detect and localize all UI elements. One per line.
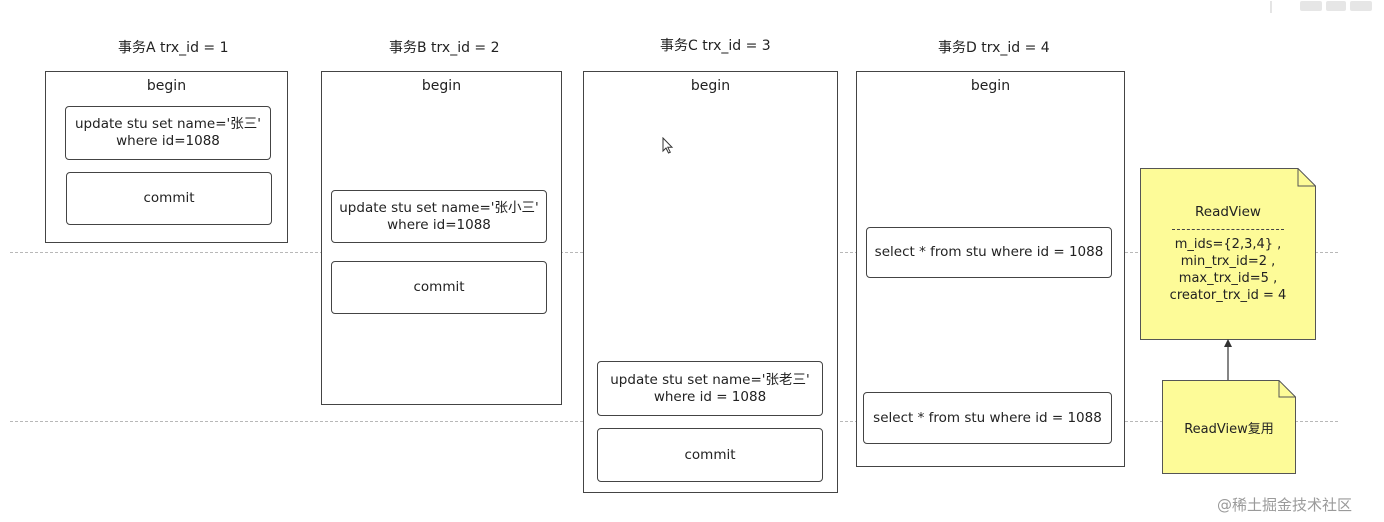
readview-reuse-note: ReadView复用 bbox=[1162, 380, 1296, 474]
readview-creator-trx-id: creator_trx_id = 4 bbox=[1169, 288, 1287, 303]
transaction-d-select-box-2: select * from stu where id = 1088 bbox=[863, 392, 1112, 444]
transaction-c-commit: commit bbox=[684, 446, 736, 463]
transaction-d-title: 事务D trx_id = 4 bbox=[938, 40, 1050, 56]
reuse-arrow bbox=[1222, 338, 1234, 382]
transaction-c-update-line2: where id = 1088 bbox=[653, 388, 767, 405]
readview-note: ReadView m_ids={2,3,4} , min_trx_id=2 , … bbox=[1140, 168, 1316, 340]
transaction-c-column: begin bbox=[583, 71, 838, 493]
readview-m-ids: m_ids={2,3,4} , bbox=[1174, 237, 1282, 252]
transaction-b-begin: begin bbox=[421, 78, 462, 94]
transaction-c-update-line1: update stu set name='张老三' bbox=[610, 371, 810, 388]
readview-title: ReadView bbox=[1195, 204, 1261, 220]
transaction-d-begin: begin bbox=[970, 78, 1011, 94]
watermark: @稀土掘金技术社区 bbox=[1217, 496, 1353, 514]
transaction-b-update-box: update stu set name='张小三' where id=1088 bbox=[331, 190, 547, 243]
readview-separator bbox=[1172, 229, 1284, 230]
transaction-b-commit: commit bbox=[413, 279, 465, 295]
transaction-c-update-box: update stu set name='张老三' where id = 108… bbox=[597, 361, 823, 416]
transaction-c-commit-box: commit bbox=[597, 428, 823, 482]
transaction-a-commit-box: commit bbox=[66, 172, 272, 225]
transaction-a-begin: begin bbox=[146, 78, 187, 94]
transaction-a-update-line2: where id=1088 bbox=[116, 133, 220, 149]
readview-min-trx-id: min_trx_id=2 , bbox=[1180, 254, 1276, 269]
transaction-d-select-2: select * from stu where id = 1088 bbox=[873, 409, 1102, 426]
transaction-b-update-line1: update stu set name='张小三' bbox=[339, 199, 539, 216]
transaction-d-select-box-1: select * from stu where id = 1088 bbox=[866, 227, 1112, 278]
transaction-a-update-line1: update stu set name='张三' bbox=[75, 116, 261, 132]
readview-reuse-note-shape bbox=[1162, 380, 1296, 474]
readview-reuse-label: ReadView复用 bbox=[1184, 422, 1274, 437]
transaction-b-update-line2: where id=1088 bbox=[387, 216, 491, 233]
transaction-b-title: 事务B trx_id = 2 bbox=[389, 40, 500, 56]
readview-note-shape bbox=[1140, 168, 1316, 340]
transaction-c-begin: begin bbox=[690, 78, 731, 94]
transaction-c-title: 事务C trx_id = 3 bbox=[660, 38, 771, 54]
transaction-a-title: 事务A trx_id = 1 bbox=[118, 40, 229, 56]
top-right-logo bbox=[1268, 0, 1384, 14]
transaction-a-commit: commit bbox=[143, 190, 195, 206]
transaction-a-update-box: update stu set name='张三' where id=1088 bbox=[65, 106, 271, 160]
transaction-d-select-1: select * from stu where id = 1088 bbox=[874, 244, 1104, 260]
readview-max-trx-id: max_trx_id=5 , bbox=[1178, 271, 1278, 286]
transaction-b-commit-box: commit bbox=[331, 261, 547, 314]
mouse-cursor-icon bbox=[662, 136, 674, 155]
